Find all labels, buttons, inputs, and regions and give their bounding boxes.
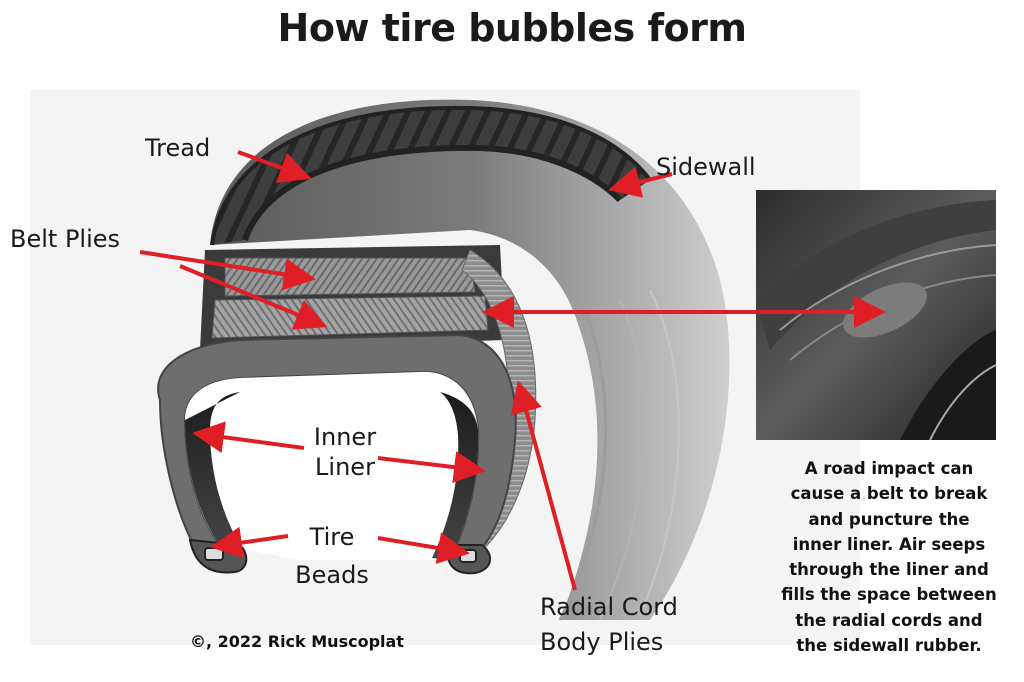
label-radial-line2: Body Plies bbox=[540, 628, 664, 656]
label-belt-plies: Belt Plies bbox=[10, 225, 121, 253]
inner-cavity bbox=[185, 371, 479, 560]
label-inner-liner-line1: Inner bbox=[313, 423, 377, 451]
label-radial-line1: Radial Cord bbox=[540, 593, 678, 621]
arrow-belt-lower bbox=[179, 264, 328, 330]
caption-line: through the liner and bbox=[789, 560, 989, 580]
arrow-sidewall bbox=[608, 166, 673, 198]
belt-ply-lower bbox=[211, 295, 489, 339]
arrow-bead-left bbox=[210, 526, 289, 559]
arrow-belt-upper bbox=[139, 250, 316, 291]
belt-ply-upper bbox=[224, 257, 476, 297]
caption-line: the sidewall rubber. bbox=[796, 636, 982, 656]
label-inner-liner-line2: Liner bbox=[315, 453, 375, 481]
caption-line: cause a belt to break bbox=[790, 484, 988, 504]
label-tire-beads: Tire Beads bbox=[282, 522, 382, 590]
arrow-tread bbox=[237, 150, 312, 183]
label-sidewall: Sidewall bbox=[656, 153, 756, 181]
label-radial-cord: Radial Cord Body Plies bbox=[540, 590, 678, 660]
copyright-notice: ©, 2022 Rick Muscoplat bbox=[190, 632, 404, 651]
arrow-bead-right bbox=[377, 532, 470, 564]
caption-line: fills the space between bbox=[781, 585, 997, 605]
explanation-caption: A road impact can cause a belt to break … bbox=[758, 456, 1020, 658]
caption-line: and puncture the bbox=[808, 509, 970, 529]
caption-line: the radial cords and bbox=[795, 610, 983, 630]
label-tire-beads-line1: Tire bbox=[309, 523, 355, 551]
caption-line: A road impact can bbox=[804, 459, 974, 478]
arrow-radial bbox=[510, 380, 577, 591]
arrow-inner-left bbox=[192, 421, 305, 454]
tread-band bbox=[212, 107, 650, 245]
diagram-title: How tire bubbles form bbox=[277, 6, 747, 50]
label-tread: Tread bbox=[145, 134, 211, 162]
label-tire-beads-line2: Beads bbox=[295, 561, 369, 589]
arrow-inner-right bbox=[377, 451, 486, 484]
caption-line: inner liner. Air seeps bbox=[792, 534, 986, 554]
sidewall-bubble-photo bbox=[756, 190, 997, 441]
label-inner-liner: Inner Liner bbox=[300, 422, 390, 482]
callout-arrows bbox=[139, 150, 886, 591]
